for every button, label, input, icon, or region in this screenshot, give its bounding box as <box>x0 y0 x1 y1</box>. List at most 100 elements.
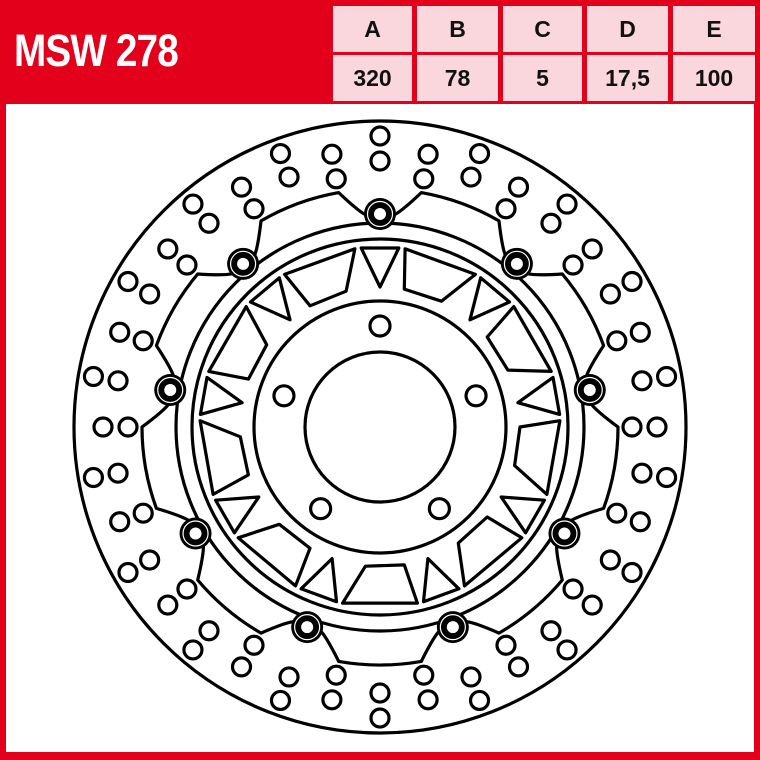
drill-hole-icon <box>540 620 562 642</box>
spoke-window-large <box>485 305 553 373</box>
rivet-hole <box>189 527 202 540</box>
drill-hole-icon <box>369 125 391 147</box>
drill-hole-icon <box>176 254 198 276</box>
spoke-window-small <box>299 557 339 604</box>
drill-hole-icon <box>621 270 643 293</box>
rivet-ring <box>157 376 184 404</box>
drill-hole-icon <box>117 561 139 584</box>
hub-outer-edge <box>252 299 508 555</box>
drill-hole-icon <box>117 416 139 438</box>
drill-hole-icon <box>132 330 154 352</box>
center-bore <box>303 350 457 504</box>
drill-hole-icon <box>243 198 265 220</box>
drill-hole-icon <box>82 466 105 489</box>
drill-hole-icon <box>631 462 653 484</box>
drill-hole-icon <box>109 321 131 343</box>
rotor-lobe-outline <box>140 403 191 522</box>
rivet-hole <box>164 384 177 397</box>
drill-hole-icon <box>82 365 105 388</box>
product-code-title: MSW 278 <box>14 25 179 76</box>
drill-hole-icon <box>182 193 204 215</box>
drill-hole-icon <box>495 198 517 220</box>
drill-hole-icon <box>460 666 482 688</box>
rivet-hole <box>446 621 459 634</box>
drill-hole-icon <box>117 270 139 293</box>
rivet-hole <box>237 257 250 270</box>
drill-hole-icon <box>230 176 253 198</box>
drill-hole-icon <box>621 561 643 584</box>
spoke-window-small <box>516 375 562 416</box>
spec-header-row: A B C D E <box>333 6 756 52</box>
spoke-window-small <box>198 375 244 416</box>
drill-hole-icon <box>507 656 530 678</box>
drill-hole-icon <box>631 370 653 392</box>
drill-hole-icon <box>581 594 603 616</box>
drill-hole-icon <box>132 502 154 524</box>
mounting-hole-icon <box>427 497 451 521</box>
drill-hole-icon <box>325 168 347 190</box>
drill-hole-icon <box>139 549 161 571</box>
drill-hole-icon <box>417 689 439 711</box>
drill-hole-icon <box>507 176 530 198</box>
drill-hole-icon <box>562 578 584 600</box>
drill-hole-icon <box>325 664 347 686</box>
spoke-window-large <box>283 247 357 308</box>
spoke-window-small <box>499 495 546 535</box>
drill-hole-icon <box>417 143 439 165</box>
spoke-window-large <box>341 563 419 605</box>
spec-header-b: B <box>417 6 499 52</box>
rivet-hole <box>583 384 596 397</box>
drill-hole-icon <box>198 212 220 234</box>
drill-hole-icon <box>230 656 253 678</box>
mounting-hole-icon <box>464 384 488 408</box>
spoke-window-small <box>359 246 401 289</box>
spec-header-e: E <box>673 6 756 52</box>
drill-hole-icon <box>278 666 300 688</box>
rivet-ring <box>366 200 394 228</box>
spoke-window-large <box>456 515 524 588</box>
drill-hole-icon <box>139 283 161 305</box>
drill-hole-icon <box>269 689 292 712</box>
rivet-ring <box>551 520 578 547</box>
drill-hole-icon <box>182 639 204 661</box>
rivet-hole <box>374 208 386 220</box>
rotor-lobe-outline <box>393 191 507 257</box>
drill-hole-icon <box>369 707 391 729</box>
drill-hole-icon <box>413 664 435 686</box>
spec-value-d: 17,5 <box>587 55 669 101</box>
spoke-window-large <box>207 305 269 381</box>
drill-hole-icon <box>629 321 651 343</box>
drill-hole-icon <box>198 620 220 642</box>
spec-header-c: C <box>503 6 583 52</box>
spec-value-c: 5 <box>503 55 583 101</box>
drill-hole-icon <box>468 142 491 165</box>
spoke-window-small <box>214 495 261 535</box>
drill-hole-icon <box>176 578 198 600</box>
drill-hole-icon <box>369 682 391 704</box>
spoke-window-small <box>468 276 512 322</box>
spoke-window-large <box>198 419 250 496</box>
drill-hole-icon <box>562 254 584 276</box>
drill-hole-icon <box>606 502 628 524</box>
drill-hole-icon <box>556 639 578 661</box>
drill-hole-icon <box>107 370 129 392</box>
drill-hole-icon <box>157 594 179 616</box>
drill-hole-icon <box>278 166 300 188</box>
drill-hole-icon <box>655 466 678 489</box>
spec-value-row: 320 78 5 17,5 100 <box>333 55 756 101</box>
rivet-ring <box>503 250 531 277</box>
drill-hole-icon <box>621 416 643 438</box>
drill-hole-icon <box>599 283 621 305</box>
rotor-lobe-outline <box>526 272 606 378</box>
drill-hole-icon <box>321 689 343 711</box>
spec-header-d: D <box>587 6 669 52</box>
rivet-ring <box>576 376 603 404</box>
drill-hole-icon <box>243 634 265 656</box>
drill-hole-icon <box>556 193 578 215</box>
carrier-ring-inner <box>190 237 570 617</box>
spoke-window-large <box>236 522 312 588</box>
drill-hole-icon <box>269 142 292 165</box>
rotor-lobe-outline <box>465 544 564 635</box>
drill-hole-icon <box>107 462 129 484</box>
drill-hole-icon <box>460 166 482 188</box>
